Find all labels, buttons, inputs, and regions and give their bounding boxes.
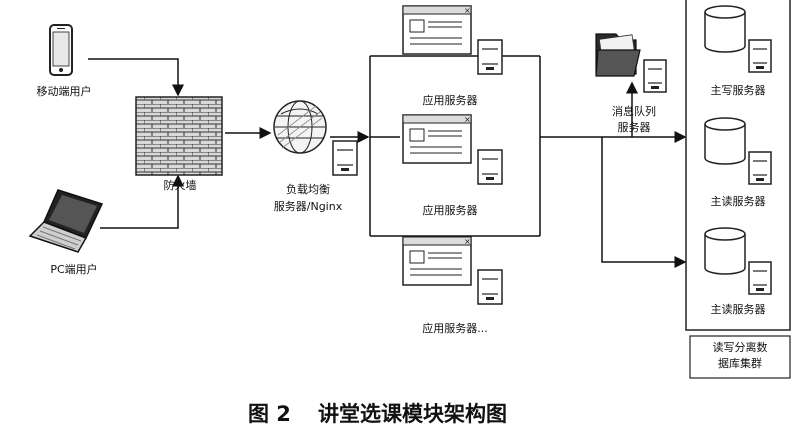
db-master-label: 主写服务器 <box>710 84 766 97</box>
db-read-2-label: 主读服务器 <box>710 303 766 316</box>
db-read-2-server-icon <box>748 261 772 295</box>
figure-title: 讲堂选课模块架构图 <box>318 402 507 426</box>
cluster-label-line2: 据库集群 <box>718 357 762 370</box>
lb-label-line2: 服务器/Nginx <box>273 200 343 213</box>
db-read-1-cylinder-icon <box>704 117 746 165</box>
to-read-db-arrow <box>601 137 687 268</box>
pc-to-firewall-arrow <box>100 174 184 229</box>
svg-text:×: × <box>464 237 471 246</box>
app-server-2-tower-icon <box>477 149 503 185</box>
app-server-1-window-icon: × <box>402 5 472 55</box>
db-master-cylinder-icon <box>704 5 746 53</box>
mobile-user-label: 移动端用户 <box>36 85 92 98</box>
app-server-3-window-icon: × <box>402 236 472 286</box>
svg-text:×: × <box>464 6 471 15</box>
db-cluster-box <box>685 0 791 331</box>
app-server-2-label: 应用服务器 <box>422 204 478 217</box>
db-master-server-icon <box>748 39 772 73</box>
mobile-to-firewall-arrow <box>88 58 184 97</box>
app-server-3-tower-icon <box>477 269 503 305</box>
db-read-1-label: 主读服务器 <box>710 195 766 208</box>
message-queue-folder-icon <box>595 33 641 77</box>
message-queue-server-icon <box>643 59 667 93</box>
load-balancer-server-icon <box>332 140 358 176</box>
app-server-3-label: 应用服务器... <box>422 322 488 335</box>
pc-user-label: PC端用户 <box>50 263 98 276</box>
load-balancer-globe-icon <box>273 100 327 154</box>
laptop-icon <box>28 189 104 253</box>
figure-number: 图 2 <box>248 402 291 426</box>
cluster-label-line1: 读写分离数 <box>712 341 768 354</box>
firewall-label: 防火墙 <box>163 179 197 192</box>
cluster-label-box <box>689 335 791 379</box>
connections <box>88 55 687 268</box>
app-server-1-label: 应用服务器 <box>422 94 478 107</box>
lb-label-line1: 负载均衡 <box>286 183 330 196</box>
db-read-2-cylinder-icon <box>704 227 746 275</box>
firewall-icon <box>135 96 223 176</box>
db-read-1-server-icon <box>748 151 772 185</box>
mq-label-line1: 消息队列 <box>612 105 656 118</box>
app-server-1-tower-icon <box>477 39 503 75</box>
mq-label-line2: 服务器 <box>617 121 651 134</box>
app-server-2-window-icon: × <box>402 114 472 164</box>
svg-text:×: × <box>464 115 471 124</box>
mobile-phone-icon <box>49 24 73 76</box>
